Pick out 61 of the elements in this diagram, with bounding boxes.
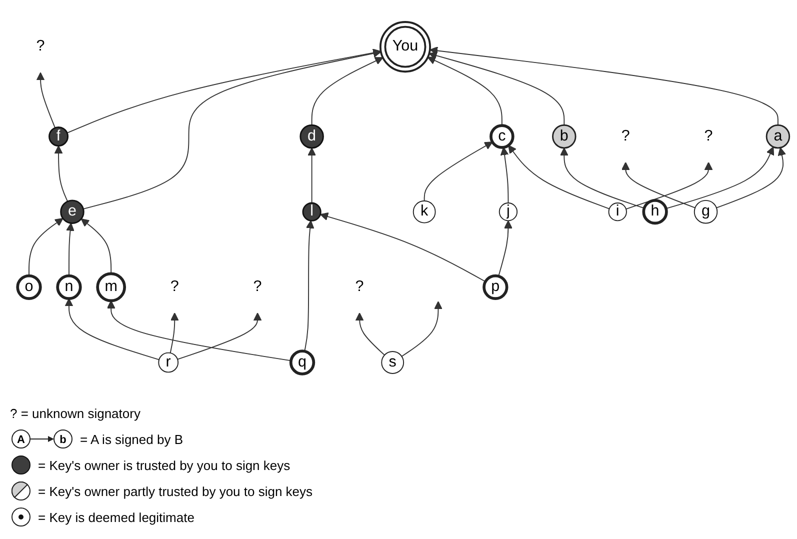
arrow [304, 220, 314, 352]
node-circle: You [379, 21, 431, 73]
node-circle: c [490, 124, 514, 149]
arrow [106, 300, 292, 362]
node-text: ? [170, 278, 179, 295]
legend-text: = Key's owner is trusted by you to sign keys [38, 458, 290, 472]
node-circle: r [158, 352, 179, 373]
arrow [308, 148, 316, 204]
arrow [716, 147, 786, 208]
node-text: ? [355, 278, 364, 295]
node-circle: a [766, 124, 790, 149]
node-text: ? [36, 38, 45, 54]
node-circle: k [412, 200, 436, 224]
arrow [36, 72, 56, 128]
legend-text: = Key's owner partly trusted by you to sign keys [38, 484, 313, 498]
arrow [430, 46, 778, 126]
legend-text: = Key is deemed legitimate [38, 510, 194, 524]
node-circle: d [300, 124, 324, 149]
node-circle: p [482, 274, 508, 300]
arrow [401, 301, 442, 357]
arrow [177, 312, 262, 360]
node-circle: l [302, 202, 322, 222]
node-circle: s [381, 351, 404, 374]
arrow [64, 298, 160, 360]
arrow [508, 144, 610, 210]
node-circle: q [289, 350, 316, 376]
arrow [66, 48, 382, 134]
arrow [28, 218, 64, 276]
node-text: ? [621, 128, 630, 144]
node-circle: j [498, 202, 518, 222]
arrow [355, 312, 386, 356]
arrow [428, 52, 565, 126]
node-circle: b [552, 124, 576, 149]
node-circle: m [96, 272, 126, 302]
label: A [17, 434, 25, 446]
node-circle: e [60, 200, 84, 224]
arrow [666, 146, 774, 210]
arrow [498, 220, 512, 277]
node-circle: g [694, 200, 718, 224]
node-circle: h [642, 199, 668, 225]
arrow [626, 162, 713, 210]
node-circle: n [56, 274, 82, 300]
arrow [621, 162, 696, 208]
arrow [54, 145, 68, 202]
arrow [80, 218, 112, 274]
node-text: ? [704, 128, 713, 144]
node-circle: o [16, 274, 42, 300]
arrow [311, 57, 384, 126]
arrow [66, 222, 74, 276]
arrow [82, 49, 382, 210]
arrow [560, 148, 645, 209]
arrow [320, 212, 486, 282]
arrow [427, 56, 502, 126]
arrow [424, 142, 493, 202]
legend-text: = A is signed by B [80, 432, 183, 446]
node-circle: i [608, 202, 627, 222]
arrow [170, 312, 179, 354]
node-circle: f [48, 126, 69, 146]
arrow [500, 147, 509, 204]
node-text: ? [253, 278, 262, 295]
legend-text: ? = unknown signatory [10, 406, 140, 420]
